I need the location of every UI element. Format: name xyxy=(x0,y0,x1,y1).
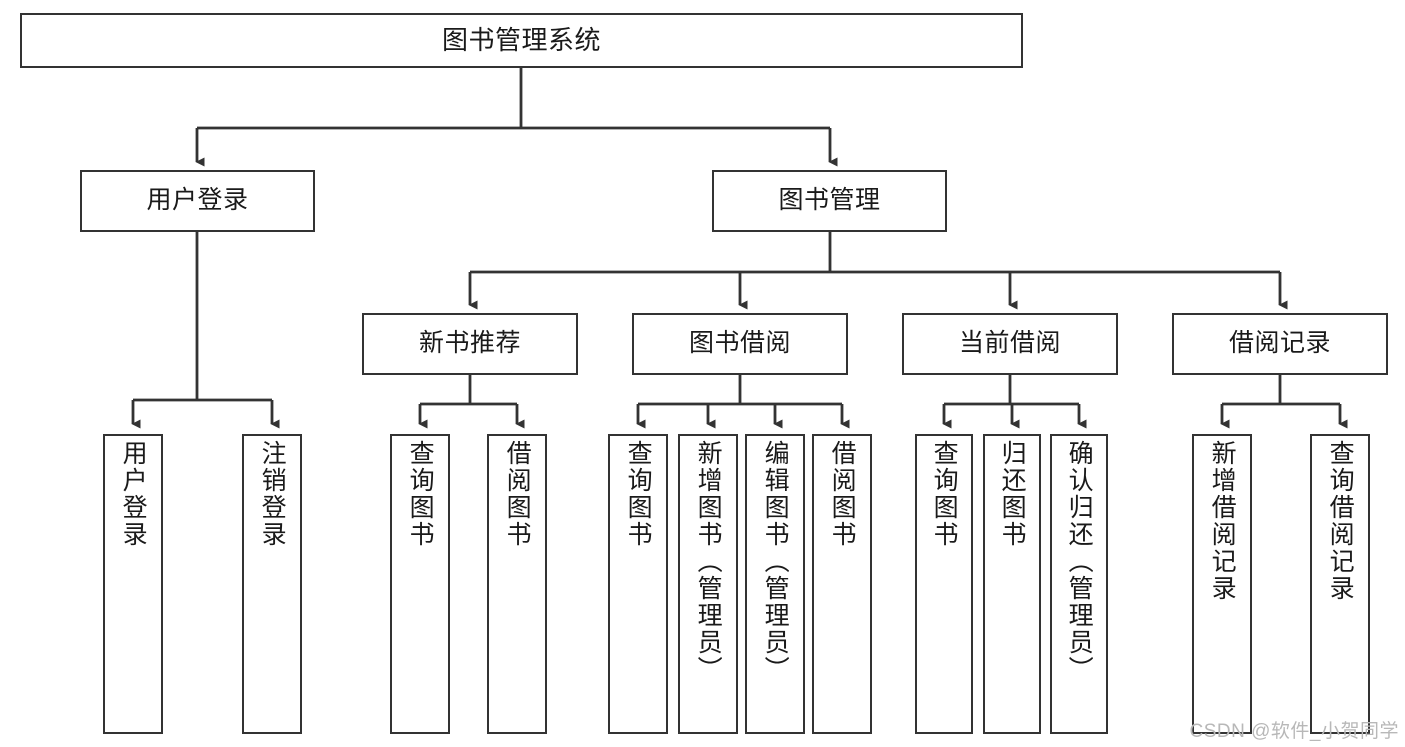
leaf-records-query-record[interactable]: 查询借阅记录 xyxy=(1310,434,1370,734)
node-label: 归还图书 xyxy=(998,440,1027,548)
node-new-book-recommend[interactable]: 新书推荐 xyxy=(362,313,578,375)
leaf-borrow-borrow-book[interactable]: 借阅图书 xyxy=(812,434,872,734)
node-label: 用户登录 xyxy=(119,440,148,548)
node-label: 图书管理系统 xyxy=(441,25,601,56)
node-label: 借阅图书 xyxy=(503,440,532,548)
node-book-management[interactable]: 图书管理 xyxy=(712,170,947,232)
node-label: 注销登录 xyxy=(258,440,287,548)
node-borrow-records[interactable]: 借阅记录 xyxy=(1172,313,1388,375)
leaf-records-add-record[interactable]: 新增借阅记录 xyxy=(1192,434,1252,734)
node-label: 查询图书 xyxy=(624,440,653,548)
node-label: 查询图书 xyxy=(930,440,959,548)
leaf-user-login-logout[interactable]: 注销登录 xyxy=(242,434,302,734)
node-label: 确认归还（管理员） xyxy=(1065,440,1094,683)
node-user-login[interactable]: 用户登录 xyxy=(80,170,315,232)
leaf-current-return-book[interactable]: 归还图书 xyxy=(983,434,1041,734)
node-label: 新增图书（管理员） xyxy=(694,440,723,683)
leaf-recommend-borrow-book[interactable]: 借阅图书 xyxy=(487,434,547,734)
node-label: 用户登录 xyxy=(146,186,249,215)
node-label: 新增借阅记录 xyxy=(1208,440,1237,602)
leaf-user-login-login[interactable]: 用户登录 xyxy=(103,434,163,734)
node-label: 图书管理 xyxy=(778,186,881,215)
node-current-borrow[interactable]: 当前借阅 xyxy=(902,313,1118,375)
leaf-borrow-query-book[interactable]: 查询图书 xyxy=(608,434,668,734)
node-label: 编辑图书（管理员） xyxy=(761,440,790,683)
watermark-text: CSDN @软件_小贺同学 xyxy=(1189,721,1399,742)
leaf-current-confirm-return-admin[interactable]: 确认归还（管理员） xyxy=(1050,434,1108,734)
leaf-current-query-book[interactable]: 查询图书 xyxy=(915,434,973,734)
node-book-borrow[interactable]: 图书借阅 xyxy=(632,313,848,375)
leaf-borrow-edit-book-admin[interactable]: 编辑图书（管理员） xyxy=(745,434,805,734)
node-root-system[interactable]: 图书管理系统 xyxy=(20,13,1023,68)
node-label: 借阅记录 xyxy=(1228,329,1331,358)
node-label: 借阅图书 xyxy=(828,440,857,548)
node-label: 新书推荐 xyxy=(418,329,521,358)
leaf-recommend-query-book[interactable]: 查询图书 xyxy=(390,434,450,734)
leaf-borrow-add-book-admin[interactable]: 新增图书（管理员） xyxy=(678,434,738,734)
node-label: 当前借阅 xyxy=(958,329,1061,358)
node-label: 查询借阅记录 xyxy=(1326,440,1355,602)
node-label: 查询图书 xyxy=(406,440,435,548)
node-label: 图书借阅 xyxy=(688,329,791,358)
